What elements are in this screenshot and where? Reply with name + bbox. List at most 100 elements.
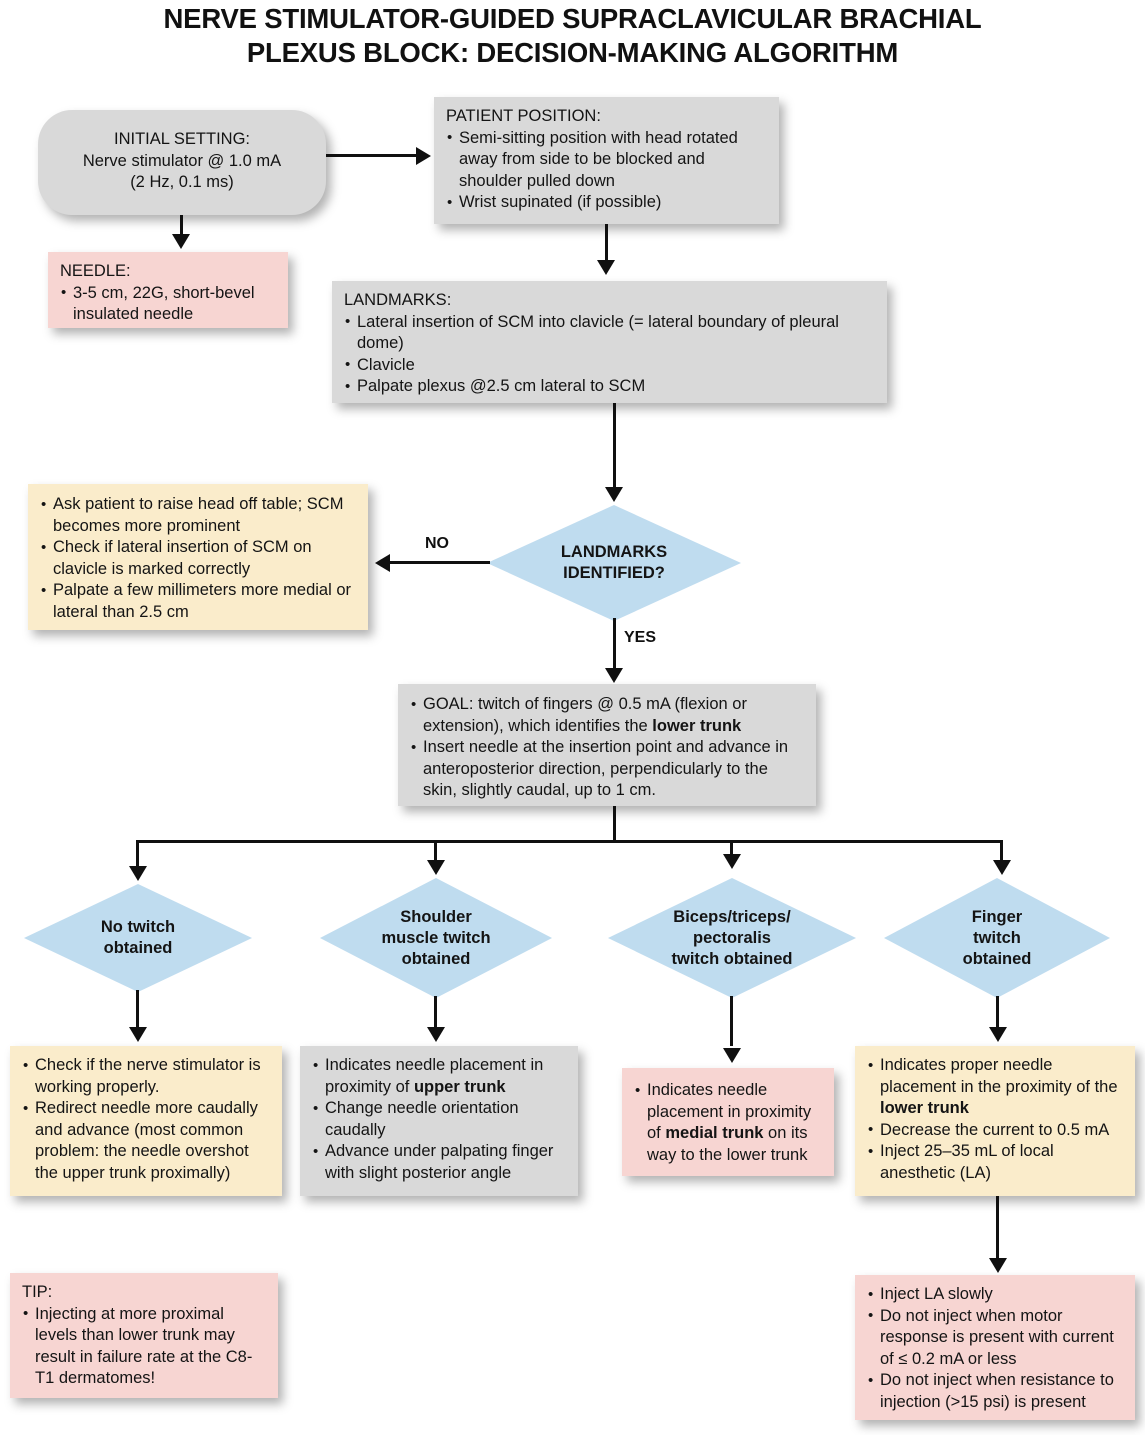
- decision-line-2: twitch: [973, 928, 1021, 947]
- biceps-item1-tail: on its way to the lower trunk: [647, 1124, 808, 1164]
- connector-finger-to-result: [996, 996, 999, 1028]
- decision-line-2: obtained: [103, 939, 173, 957]
- biceps-result-list: Indicates needle placement in proximity …: [634, 1080, 822, 1166]
- landmarks-heading: LANDMARKS:: [344, 291, 452, 309]
- needle-heading: NEEDLE:: [60, 262, 131, 280]
- list-item: Clavicle: [344, 354, 875, 377]
- page-title-line-1: NERVE STIMULATOR-GUIDED SUPRACLAVICULAR …: [163, 3, 982, 34]
- node-biceps-result: Indicates needle placement in proximity …: [622, 1068, 834, 1176]
- list-item: Semi-sitting position with head rotated …: [446, 127, 767, 193]
- arrowhead-down: [989, 1258, 1008, 1273]
- arrowhead-down: [605, 668, 624, 683]
- finger-item1-text: Indicates proper needle placement in the…: [880, 1056, 1118, 1096]
- connector-finger-result-to-inject-rules: [996, 1196, 999, 1260]
- list-item: Redirect needle more caudally and advanc…: [22, 1098, 270, 1184]
- no-twitch-result-list: Check if the nerve stimulator is working…: [22, 1055, 270, 1184]
- arrowhead-down: [723, 1048, 742, 1063]
- decision-line-1: LANDMARKS: [560, 543, 668, 561]
- arrowhead-down: [427, 860, 446, 875]
- decision-shoulder-twitch-label: Shoulder muscle twitch obtained: [375, 907, 496, 970]
- arrowhead-right: [416, 146, 431, 165]
- list-item: Check if lateral insertion of SCM on cla…: [40, 537, 356, 580]
- decision-landmarks-identified-label: LANDMARKS IDENTIFIED?: [555, 542, 673, 584]
- goal-list: GOAL: twitch of fingers @ 0.5 mA (flexio…: [410, 694, 804, 802]
- decision-shoulder-twitch: Shoulder muscle twitch obtained: [320, 878, 552, 998]
- landmarks-no-list: Ask patient to raise head off table; SCM…: [40, 494, 356, 623]
- connector-branch-drop-1: [136, 840, 139, 868]
- node-shoulder-result: Indicates needle placement in proximity …: [300, 1046, 578, 1196]
- initial-setting-line-3: (2 Hz, 0.1 ms): [130, 173, 234, 191]
- list-item: Advance under palpating finger with slig…: [312, 1141, 566, 1184]
- arrowhead-down: [129, 1027, 148, 1042]
- node-tip: TIP: Injecting at more proximal levels t…: [10, 1273, 278, 1398]
- arrowhead-down: [723, 854, 742, 869]
- connector-decision-no: [390, 561, 490, 564]
- node-no-twitch-result: Check if the nerve stimulator is working…: [10, 1046, 282, 1196]
- connector-position-to-landmarks: [605, 224, 608, 262]
- connector-initial-to-position: [326, 154, 418, 157]
- node-goal: GOAL: twitch of fingers @ 0.5 mA (flexio…: [398, 684, 816, 806]
- goal-item1-emphasis: lower trunk: [652, 716, 742, 735]
- connector-initial-to-needle: [180, 215, 183, 237]
- decision-line-3: twitch obtained: [671, 949, 793, 968]
- shoulder-item1-emphasis: upper trunk: [413, 1077, 506, 1096]
- decision-line-2: IDENTIFIED?: [563, 564, 665, 582]
- needle-list: 3-5 cm, 22G, short-bevel insulated needl…: [60, 282, 276, 326]
- decision-biceps-twitch: Biceps/triceps/ pectoralis twitch obtain…: [608, 878, 856, 998]
- shoulder-result-list: Indicates needle placement in proximity …: [312, 1055, 566, 1184]
- patient-position-list: Semi-sitting position with head rotated …: [446, 127, 767, 214]
- list-item: Do not inject when resistance to injecti…: [867, 1370, 1123, 1413]
- decision-line-2: muscle twitch: [381, 928, 491, 947]
- page-title-line-2: PLEXUS BLOCK: DECISION-MAKING ALGORITHM: [246, 37, 899, 68]
- decision-biceps-twitch-label: Biceps/triceps/ pectoralis twitch obtain…: [666, 907, 799, 970]
- list-item: Palpate plexus @2.5 cm lateral to SCM: [344, 376, 875, 398]
- list-item: Indicates needle placement in proximity …: [634, 1080, 822, 1166]
- list-item: Indicates needle placement in proximity …: [312, 1055, 566, 1098]
- arrowhead-down: [597, 260, 616, 275]
- list-item: Wrist supinated (if possible): [446, 192, 767, 214]
- tip-list: Injecting at more proximal levels than l…: [22, 1303, 266, 1390]
- list-item: 3-5 cm, 22G, short-bevel insulated needl…: [60, 282, 276, 326]
- list-item: Ask patient to raise head off table; SCM…: [40, 494, 356, 537]
- list-item: Check if the nerve stimulator is working…: [22, 1055, 270, 1098]
- node-inject-rules: Inject LA slowly Do not inject when moto…: [855, 1275, 1135, 1420]
- decision-no-twitch: No twitch obtained: [24, 884, 252, 992]
- arrowhead-down: [605, 487, 624, 502]
- connector-decision-yes: [613, 618, 616, 670]
- node-patient-position: PATIENT POSITION: Semi-sitting position …: [434, 97, 779, 224]
- decision-no-twitch-label: No twitch obtained: [95, 917, 181, 959]
- connector-no-twitch-to-result: [136, 990, 139, 1028]
- decision-line-1: Biceps/triceps/: [673, 907, 791, 926]
- node-landmarks-not-identified: Ask patient to raise head off table; SCM…: [28, 484, 368, 630]
- decision-line-2: pectoralis: [693, 928, 771, 947]
- initial-setting-line-2: Nerve stimulator @ 1.0 mA: [82, 151, 282, 170]
- node-finger-result: Indicates proper needle placement in the…: [855, 1046, 1135, 1196]
- connector-shoulder-to-result: [434, 996, 437, 1028]
- decision-finger-twitch: Finger twitch obtained: [884, 878, 1110, 998]
- arrowhead-down: [427, 1027, 446, 1042]
- tip-heading: TIP:: [22, 1283, 53, 1301]
- decision-line-3: obtained: [401, 949, 471, 968]
- biceps-item1-emphasis: medial trunk: [665, 1124, 764, 1142]
- decision-finger-twitch-label: Finger twitch obtained: [957, 907, 1038, 970]
- decision-line-3: obtained: [962, 949, 1032, 968]
- list-item: Do not inject when motor response is pre…: [867, 1305, 1123, 1371]
- node-landmarks: LANDMARKS: Lateral insertion of SCM into…: [332, 281, 887, 403]
- arrowhead-left: [375, 553, 390, 572]
- edge-label-no: NO: [425, 535, 449, 552]
- finger-result-list: Indicates proper needle placement in the…: [867, 1055, 1123, 1184]
- list-item: Palpate a few millimeters more medial or…: [40, 580, 356, 623]
- arrowhead-down: [172, 234, 191, 249]
- decision-line-1: Finger: [971, 907, 1023, 926]
- connector-branch-drop-2: [434, 840, 437, 862]
- list-item: GOAL: twitch of fingers @ 0.5 mA (flexio…: [410, 694, 804, 737]
- connector-branch-drop-4: [1000, 840, 1003, 862]
- decision-line-1: No twitch: [100, 918, 176, 936]
- connector-goal-stem: [613, 806, 616, 842]
- list-item: Inject LA slowly: [867, 1284, 1123, 1306]
- goal-item1-text: GOAL: twitch of fingers @ 0.5 mA (flexio…: [423, 695, 747, 735]
- list-item: Change needle orientation caudally: [312, 1098, 566, 1141]
- biceps-item1-text: Indicates needle placement in proximity …: [647, 1081, 812, 1142]
- edge-label-yes: YES: [624, 629, 657, 646]
